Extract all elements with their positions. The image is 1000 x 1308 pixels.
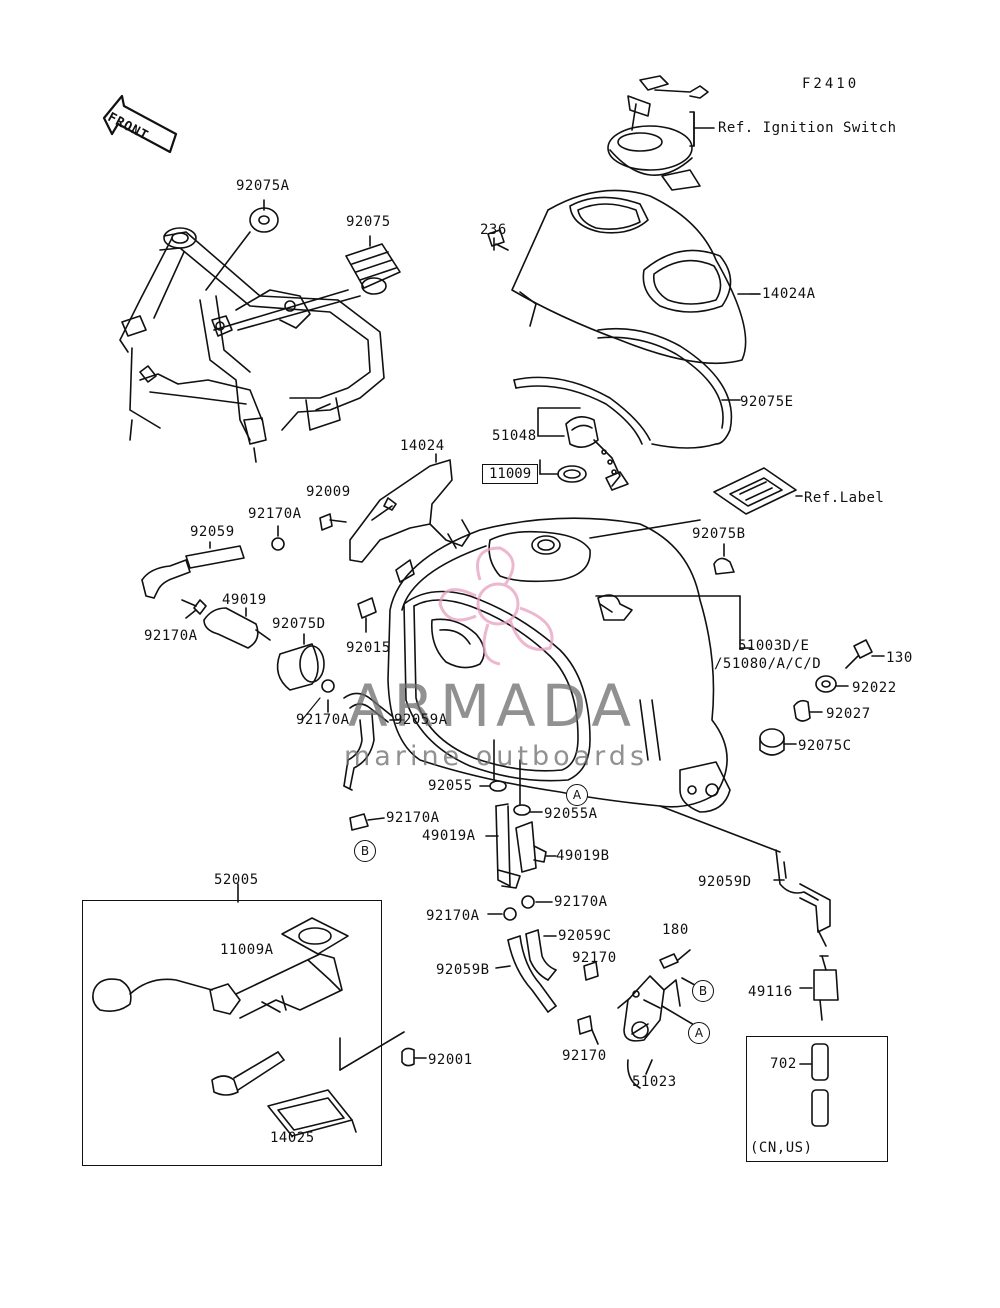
part-label-92075d: 92075D xyxy=(272,616,326,632)
part-label-92170a-3: 92170A xyxy=(296,712,350,728)
rubber-92075c-icon xyxy=(759,728,797,756)
part-label-11009: 11009 xyxy=(482,464,539,484)
bushing-92075a-icon xyxy=(205,199,279,291)
ref-label-plate-icon xyxy=(713,467,803,515)
pipe-49019a-icon xyxy=(485,803,521,889)
damper-92075-icon xyxy=(213,235,401,331)
bolt-130-icon xyxy=(845,639,885,669)
part-label-51080: /51080/A/C/D xyxy=(714,656,822,672)
rubber-92075b-icon xyxy=(713,543,735,575)
part-label-92075: 92075 xyxy=(346,214,391,230)
hose-92059b-icon xyxy=(495,935,557,1013)
part-label-92170-2: 92170 xyxy=(562,1048,607,1064)
market-label: (CN,US) xyxy=(750,1140,813,1156)
part-label-92009: 92009 xyxy=(306,484,351,500)
part-label-236: 236 xyxy=(480,222,507,238)
watermark-title: ARMADA xyxy=(348,672,638,740)
part-label-92022: 92022 xyxy=(852,680,897,696)
pump-assembly-box xyxy=(82,900,382,1166)
part-label-92075e: 92075E xyxy=(740,394,794,410)
washer-92055-icon xyxy=(479,739,507,792)
part-label-92059b: 92059B xyxy=(436,962,490,978)
part-label-51003: 51003D/E xyxy=(738,638,810,654)
seal-strip-92075e-icon xyxy=(513,327,741,449)
part-label-92075c: 92075C xyxy=(798,738,852,754)
clip-92015-icon xyxy=(357,559,415,633)
callout-a-1: A xyxy=(566,784,588,806)
part-label-92027: 92027 xyxy=(826,706,871,722)
callout-a-2: A xyxy=(688,1022,710,1044)
clamp-92170a-icon xyxy=(271,525,285,551)
fuel-filter-49116-icon xyxy=(799,955,839,1021)
clamp-92170a-c-icon xyxy=(349,813,385,831)
part-label-92059a: 92059A xyxy=(394,712,448,728)
part-label-51048: 51048 xyxy=(492,428,537,444)
pipe-49019b-icon xyxy=(515,821,557,873)
bolt-92009-icon xyxy=(319,513,347,531)
front-arrow-icon xyxy=(102,94,178,154)
part-label-51023: 51023 xyxy=(632,1074,677,1090)
part-label-52005: 52005 xyxy=(214,872,259,888)
part-label-130: 130 xyxy=(886,650,913,666)
part-label-702: 702 xyxy=(770,1056,797,1072)
callout-b-2: B xyxy=(692,980,714,1002)
ignition-key-icon xyxy=(607,75,715,191)
fuel-filter-49019-icon xyxy=(181,599,271,649)
fuel-tank-51003-icon xyxy=(387,517,781,853)
hose-92059c-icon xyxy=(525,929,557,981)
callout-b-1: B xyxy=(354,840,376,862)
fuel-cap-51048-icon xyxy=(537,407,629,491)
ref-ignition-switch: Ref. Ignition Switch xyxy=(718,120,897,136)
clamp-92170a-e-icon xyxy=(487,907,517,921)
ref-label: Ref.Label xyxy=(804,490,885,506)
tube-702-icon xyxy=(799,1043,829,1127)
part-label-14025: 14025 xyxy=(270,1130,315,1146)
part-label-92075b: 92075B xyxy=(692,526,746,542)
part-label-49019a: 49019A xyxy=(422,828,476,844)
hose-92059a-icon xyxy=(343,692,405,791)
tank-cover-14024a-icon xyxy=(511,189,761,365)
part-label-92075a: 92075A xyxy=(236,178,290,194)
part-label-92170a-6: 92170A xyxy=(554,894,608,910)
part-label-92015: 92015 xyxy=(346,640,391,656)
part-label-49019b: 49019B xyxy=(556,848,610,864)
part-label-92055: 92055 xyxy=(428,778,473,794)
washer-92055a-icon xyxy=(513,759,543,816)
cover-14024-icon xyxy=(349,453,471,563)
figure-code: F2410 xyxy=(802,76,860,92)
leader-lines xyxy=(301,293,761,721)
part-label-14024a: 14024A xyxy=(762,286,816,302)
part-label-92170a-2: 92170A xyxy=(144,628,198,644)
part-label-180: 180 xyxy=(662,922,689,938)
part-label-92170a-5: 92170A xyxy=(426,908,480,924)
hose-92059d-icon xyxy=(773,849,831,947)
market-variant-box xyxy=(746,1036,888,1162)
bolt-236-icon xyxy=(487,229,509,251)
part-label-92001: 92001 xyxy=(428,1052,473,1068)
collar-92027-icon xyxy=(793,699,823,722)
part-label-92170a-1: 92170A xyxy=(248,506,302,522)
part-label-49116: 49116 xyxy=(748,984,793,1000)
rubber-92075d-icon xyxy=(276,633,325,691)
watermark-subtitle: marine outboards xyxy=(344,741,649,772)
washer-92022-icon xyxy=(815,675,849,693)
gasket-11009-icon xyxy=(539,459,587,483)
pump-assembly-52005-icon xyxy=(92,883,427,1137)
fuel-tap-51023-icon xyxy=(577,949,707,1089)
part-label-92059c: 92059C xyxy=(558,928,612,944)
clamp-92170a-d-icon xyxy=(521,895,553,909)
clamp-92170a-b-icon xyxy=(321,679,335,713)
frame-assembly-icon xyxy=(119,227,385,463)
part-label-92170a-4: 92170A xyxy=(386,810,440,826)
part-label-14024: 14024 xyxy=(400,438,445,454)
part-label-92055a: 92055A xyxy=(544,806,598,822)
part-label-92059d: 92059D xyxy=(698,874,752,890)
part-label-11009a: 11009A xyxy=(220,942,274,958)
part-label-92059: 92059 xyxy=(190,524,235,540)
part-label-49019: 49019 xyxy=(222,592,267,608)
hose-92059-icon xyxy=(141,541,245,599)
part-label-92170-1: 92170 xyxy=(572,950,617,966)
